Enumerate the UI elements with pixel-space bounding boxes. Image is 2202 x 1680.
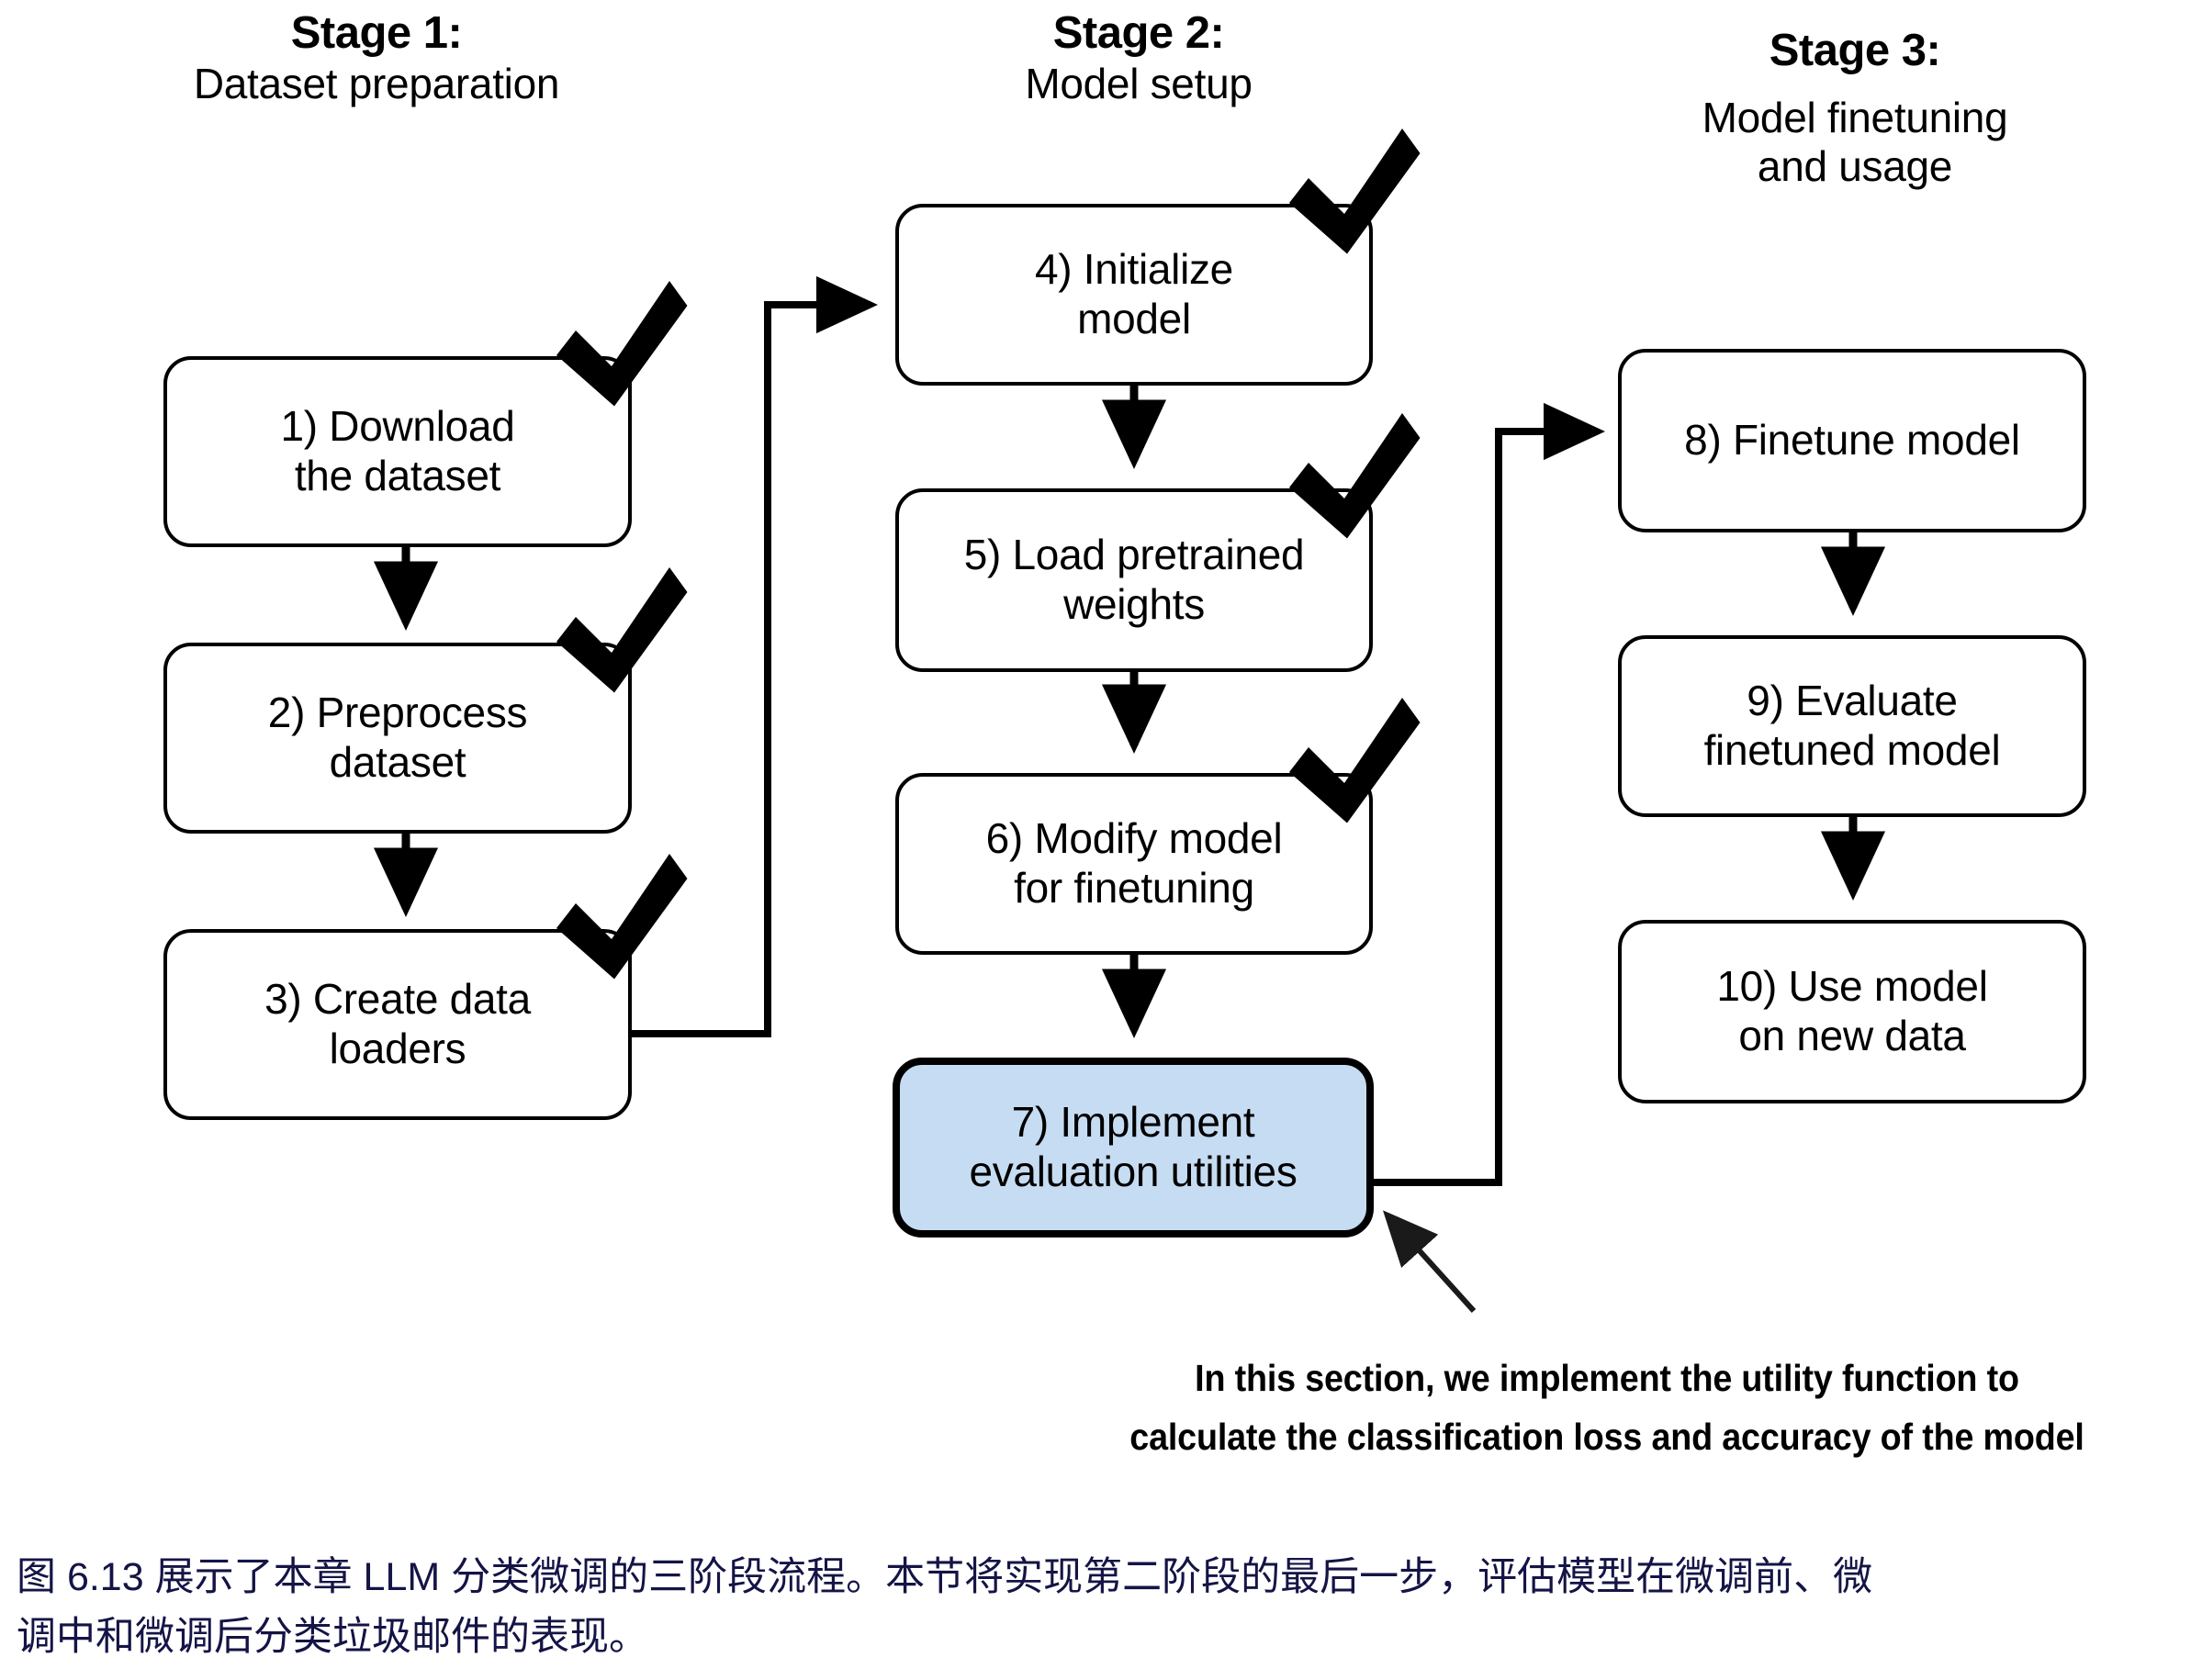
node-label: 4) Initialize model xyxy=(1035,245,1233,342)
stage-header-1: Stage 1: Dataset preparation xyxy=(55,7,698,108)
figure-caption-line-2: 调中和微调后分类垃圾邮件的表现。 xyxy=(17,1615,648,1660)
arrow-node7-node8 xyxy=(1366,402,1605,1186)
flow-node-7-implement-evaluation-utilities[interactable]: 7) Implement evaluation utilities xyxy=(893,1058,1374,1238)
stage-subtitle: Dataset preparation xyxy=(193,59,560,107)
node-label: 3) Create data loaders xyxy=(264,975,531,1072)
node-label: 9) Evaluate finetuned model xyxy=(1703,677,2001,774)
flow-node-4-initialize-model[interactable]: 4) Initialize model xyxy=(895,204,1373,386)
stage-subtitle: Model setup xyxy=(1025,59,1253,107)
node-label: 2) Preprocess dataset xyxy=(267,689,528,786)
flow-node-3-create-dataloaders[interactable]: 3) Create data loaders xyxy=(163,929,632,1120)
node-label: 1) Download the dataset xyxy=(280,402,515,499)
flow-node-9-evaluate-finetuned-model[interactable]: 9) Evaluate finetuned model xyxy=(1618,635,2086,817)
flow-node-2-preprocess-dataset[interactable]: 2) Preprocess dataset xyxy=(163,643,632,834)
node-label: 5) Load pretrained weights xyxy=(963,531,1305,628)
flow-node-6-modify-model-for-finetuning[interactable]: 6) Modify model for finetuning xyxy=(895,773,1373,955)
stage-title: Stage 3: xyxy=(1769,25,1941,75)
node-label: 6) Modify model for finetuning xyxy=(985,814,1283,912)
flow-node-5-load-pretrained-weights[interactable]: 5) Load pretrained weights xyxy=(895,488,1373,672)
flow-node-8-finetune-model[interactable]: 8) Finetune model xyxy=(1618,349,2086,532)
stage-header-2: Stage 2: Model setup xyxy=(817,7,1460,108)
figure-caption: 图 6.13 展示了本章 LLM 分类微调的三阶段流程。本节将实现第二阶段的最后… xyxy=(17,1548,2184,1668)
annotation-note-line-1: In this section, we implement the utilit… xyxy=(1195,1357,2019,1399)
node-label: 7) Implement evaluation utilities xyxy=(969,1098,1298,1195)
stage-subtitle: Model finetuning and usage xyxy=(1702,93,2008,191)
node-label: 10) Use model on new data xyxy=(1716,962,1988,1059)
arrow-node3-node4 xyxy=(632,275,878,1037)
annotation-note-line-2: calculate the classification loss and ac… xyxy=(1129,1415,2084,1458)
annotation-note: In this section, we implement the utilit… xyxy=(1079,1350,2135,1466)
stage-title: Stage 2: xyxy=(1052,8,1225,58)
node-label: 8) Finetune model xyxy=(1684,416,2020,465)
flow-node-1-download-dataset[interactable]: 1) Download the dataset xyxy=(163,356,632,547)
arrow-note-to-node7 xyxy=(1382,1210,1477,1314)
stage-header-3: Stage 3: Model finetuning and usage xyxy=(1534,7,2176,208)
figure-caption-line-1: 图 6.13 展示了本章 LLM 分类微调的三阶段流程。本节将实现第二阶段的最后… xyxy=(17,1555,1873,1599)
flow-node-10-use-model-on-new-data[interactable]: 10) Use model on new data xyxy=(1618,920,2086,1103)
stage-title: Stage 1: xyxy=(290,8,463,58)
